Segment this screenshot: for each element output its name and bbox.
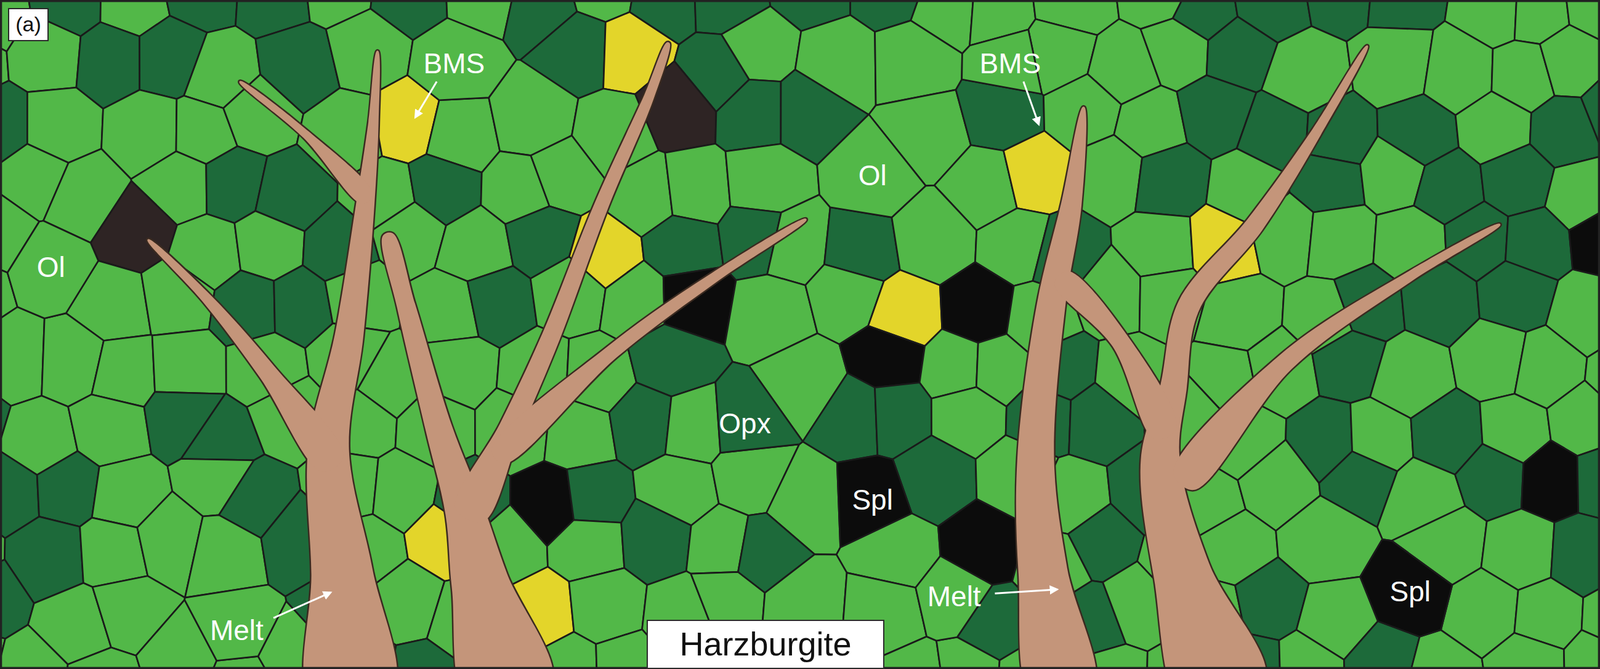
melt-vein <box>1054 271 1177 440</box>
mineral-grain <box>1449 318 1527 403</box>
mineral-grain <box>1279 630 1345 669</box>
melt-vein <box>455 41 671 523</box>
mineral-grain <box>184 585 287 661</box>
leader-arrow <box>994 589 1057 595</box>
mineral-label: Ol <box>36 253 66 282</box>
mineral-grain <box>1481 633 1565 669</box>
mineral-grain <box>567 460 636 523</box>
mineral-grain <box>715 79 781 152</box>
mineral-grain <box>184 515 268 598</box>
melt-vein <box>1140 45 1369 669</box>
leader-arrow <box>1023 81 1039 126</box>
mineral-label: BMS <box>423 49 485 78</box>
mineral-grain <box>1563 630 1600 669</box>
mineral-grain <box>1367 0 1448 30</box>
mineral-grain <box>0 307 45 407</box>
mineral-grain <box>1521 440 1579 523</box>
leader-arrows <box>273 81 1057 619</box>
mineral-grain <box>641 215 724 277</box>
mineral-label: Spl <box>851 485 893 515</box>
mineral-grain <box>665 382 721 465</box>
panel-letter-box: (a) <box>8 8 49 42</box>
melt-vein <box>491 218 807 464</box>
mineral-grain <box>1569 212 1600 276</box>
mineral-grain <box>7 221 99 320</box>
box-label: (a) <box>15 12 42 36</box>
mineral-grain <box>152 329 227 395</box>
mineral-grain <box>817 114 926 218</box>
melt-channel <box>147 41 1501 669</box>
mineral-grain <box>961 29 1043 95</box>
melt-vein <box>381 232 554 669</box>
melt-outline <box>491 218 807 464</box>
melt-outline <box>239 81 373 205</box>
mineral-grain <box>715 362 804 454</box>
melt-channel-outline <box>147 41 1501 669</box>
mineral-grain <box>181 393 265 461</box>
melt-vein <box>1173 223 1501 491</box>
mineral-grain <box>836 455 912 548</box>
mineral-grain <box>1135 142 1212 217</box>
melt-vein <box>147 238 344 472</box>
mineral-grain <box>1580 79 1600 146</box>
mineral-grain <box>0 625 68 669</box>
mineral-grain <box>621 498 692 586</box>
mineral-label: Opx <box>718 409 771 438</box>
mineral-grain <box>721 6 802 82</box>
melt-outline <box>1054 271 1177 440</box>
mineral-label: BMS <box>979 49 1041 78</box>
mineral-grain <box>1577 448 1600 519</box>
mineral-grain <box>1360 539 1453 637</box>
melt-vein <box>1016 106 1097 669</box>
melt-outline <box>1140 45 1369 669</box>
melt-vein <box>239 81 373 205</box>
melt-outline <box>147 238 344 472</box>
mineral-grain <box>876 636 941 669</box>
mineral-grain <box>407 17 517 101</box>
mineral-label: Melt <box>927 582 982 611</box>
mineral-grain <box>1539 24 1600 98</box>
melt-outline <box>455 41 671 523</box>
box-label: Harzburgite <box>679 626 852 663</box>
mineral-grain <box>939 262 1014 344</box>
mineral-grain <box>665 144 731 225</box>
melt-outline <box>1016 106 1097 669</box>
mineral-grain <box>915 556 993 642</box>
mineral-label: Ol <box>858 161 887 190</box>
leader-arrow <box>415 81 437 118</box>
mineral-label: Melt <box>210 616 264 645</box>
rock-name-box: Harzburgite <box>646 620 885 669</box>
mineral-label: Spl <box>1389 577 1431 607</box>
leader-arrow <box>273 593 331 619</box>
mineral-grain <box>936 637 1001 669</box>
mineral-grain <box>67 647 140 669</box>
mineral-grain <box>36 451 100 528</box>
